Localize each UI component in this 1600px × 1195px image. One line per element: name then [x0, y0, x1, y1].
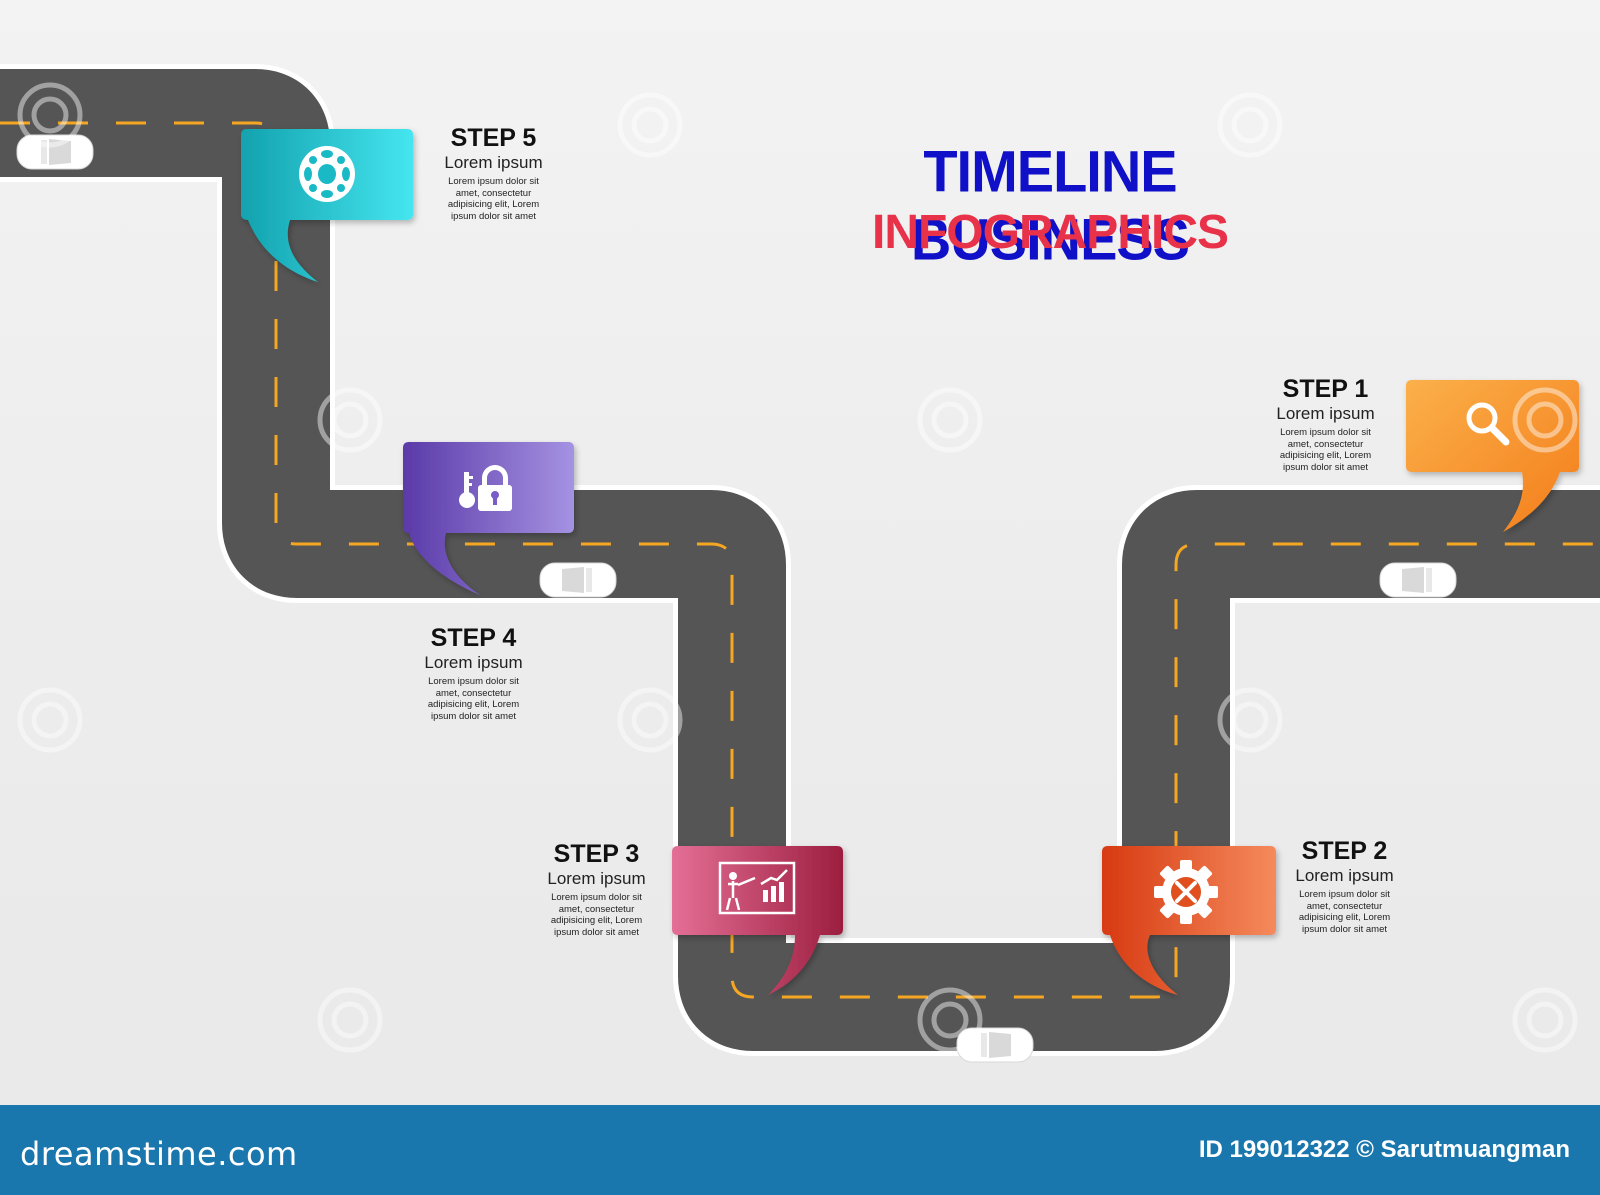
- step5-label: STEP 5: [450, 124, 537, 152]
- step2-body: Lorem ipsum dolor sit amet, consectetur …: [1298, 889, 1391, 935]
- step1-subtitle: Lorem ipsum: [1276, 404, 1375, 423]
- step1-label: STEP 1: [1282, 375, 1369, 403]
- car: [1379, 562, 1457, 598]
- image-credit: ID 199012322 © Sarutmuangman: [1198, 1136, 1570, 1163]
- step3-label: STEP 3: [553, 840, 640, 868]
- step2-text: STEP 2 Lorem ipsum Lorem ipsum dolor sit…: [1287, 837, 1402, 935]
- globe-icon: [299, 146, 355, 202]
- step3-subtitle: Lorem ipsum: [547, 869, 646, 888]
- car: [16, 134, 94, 170]
- step2-label: STEP 2: [1301, 837, 1388, 865]
- title-line2: INFOGRAPHICS: [871, 206, 1229, 259]
- brand-logo[interactable]: dreamstime.com: [20, 1135, 298, 1173]
- step4-bubble: [403, 442, 574, 595]
- step4-subtitle: Lorem ipsum: [424, 653, 523, 672]
- footer-bar: [0, 1105, 1600, 1195]
- step3-body: Lorem ipsum dolor sit amet, consectetur …: [550, 892, 643, 938]
- watermark-pattern: [17, 82, 1578, 1053]
- step4-body: Lorem ipsum dolor sit amet, consectetur …: [427, 676, 520, 722]
- step3-bubble: [672, 846, 843, 995]
- step4-text: STEP 4 Lorem ipsum Lorem ipsum dolor sit…: [416, 624, 531, 722]
- car: [539, 562, 617, 598]
- step1-text: STEP 1 Lorem ipsum Lorem ipsum dolor sit…: [1268, 375, 1383, 473]
- gear-wrench-icon: [1154, 860, 1218, 924]
- step1-bubble: [1406, 380, 1579, 532]
- key-lock-icon: [459, 465, 512, 511]
- step4-label: STEP 4: [430, 624, 517, 652]
- step3-text: STEP 3 Lorem ipsum Lorem ipsum dolor sit…: [539, 840, 654, 938]
- title-line1: TIMELINE BUSINESS: [910, 137, 1190, 273]
- step2-subtitle: Lorem ipsum: [1295, 866, 1394, 885]
- step5-subtitle: Lorem ipsum: [444, 153, 543, 172]
- step5-text: STEP 5 Lorem ipsum Lorem ipsum dolor sit…: [436, 124, 551, 222]
- step1-body: Lorem ipsum dolor sit amet, consectetur …: [1279, 427, 1372, 473]
- presentation-icon: [718, 861, 796, 915]
- road-layer: [0, 69, 1600, 1063]
- step5-body: Lorem ipsum dolor sit amet, consectetur …: [447, 176, 540, 222]
- magnifier-icon: [1466, 402, 1510, 446]
- step5-bubble: [241, 129, 413, 282]
